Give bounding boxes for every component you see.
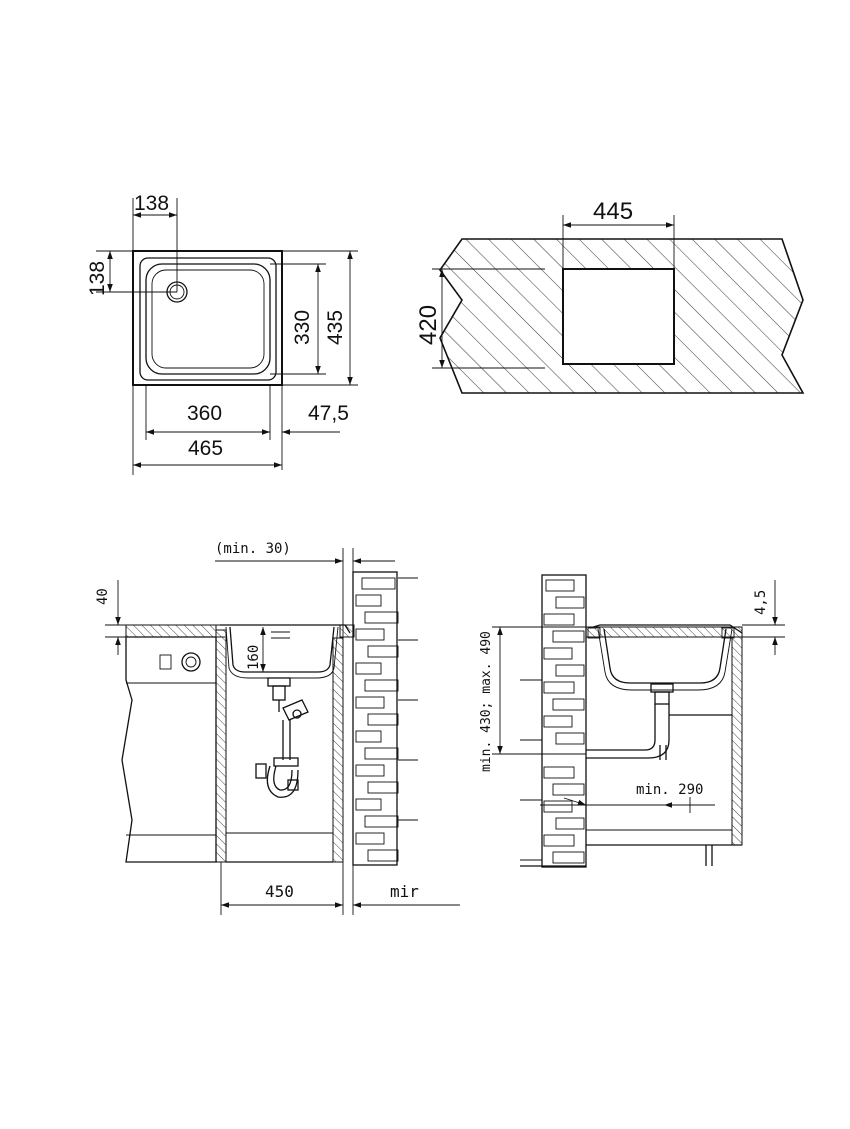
front-section-view: (min. 30) [95, 541, 460, 915]
wall-note: mir [390, 882, 419, 901]
min-distance-dim: min. 290 [636, 782, 703, 798]
dim-total-width: 465 [188, 437, 223, 460]
sink-outer-rim [132, 250, 283, 386]
min-gap-label: (min. 30) [215, 541, 291, 557]
drain-pipe-side [586, 683, 732, 760]
control-knob [159, 654, 172, 670]
cutout-hole [562, 268, 675, 365]
worktop-cutout: 445 420 [415, 198, 805, 394]
cutout-height: 420 [415, 305, 442, 345]
sink-top-view: 138 138 330 435 360 47,5 465 [86, 192, 358, 475]
worktop-left [125, 624, 217, 638]
brick-wall-side [520, 574, 587, 868]
side-section-view: 4,5 min. 430; max. 490 min. 290 [479, 574, 785, 868]
cabinet-left-panel [215, 629, 227, 863]
flange-height-dim: 4,5 [753, 590, 769, 615]
sink-rim-inner [139, 257, 277, 381]
bowl-depth-dim: 160 [246, 645, 262, 670]
brick-wall-front [352, 571, 418, 866]
cabinet-right-panel [332, 637, 344, 863]
sink-bowl-side [589, 624, 743, 684]
left-cabinet [121, 636, 217, 863]
sink-bowl [145, 263, 271, 375]
sink-bowl-floor [151, 269, 265, 369]
drain-height-dim: min. 430; max. 490 [479, 631, 494, 772]
dim-total-depth: 435 [324, 310, 347, 345]
worktop-thickness: 40 [95, 588, 111, 605]
dim-bowl-edge-y: 138 [86, 261, 109, 296]
cutout-width: 445 [593, 198, 633, 225]
cabinet-width-dim: 450 [265, 882, 294, 901]
sink-bowl-section [220, 624, 351, 673]
worktop-side [585, 626, 743, 638]
drain-trap [255, 677, 309, 798]
dim-bowl-depth: 330 [291, 310, 314, 345]
dim-bowl-width: 360 [187, 402, 222, 425]
cabinet-front-panel [731, 636, 743, 846]
dim-bowl-edge-x: 138 [134, 192, 169, 215]
dim-flange: 47,5 [308, 402, 349, 425]
